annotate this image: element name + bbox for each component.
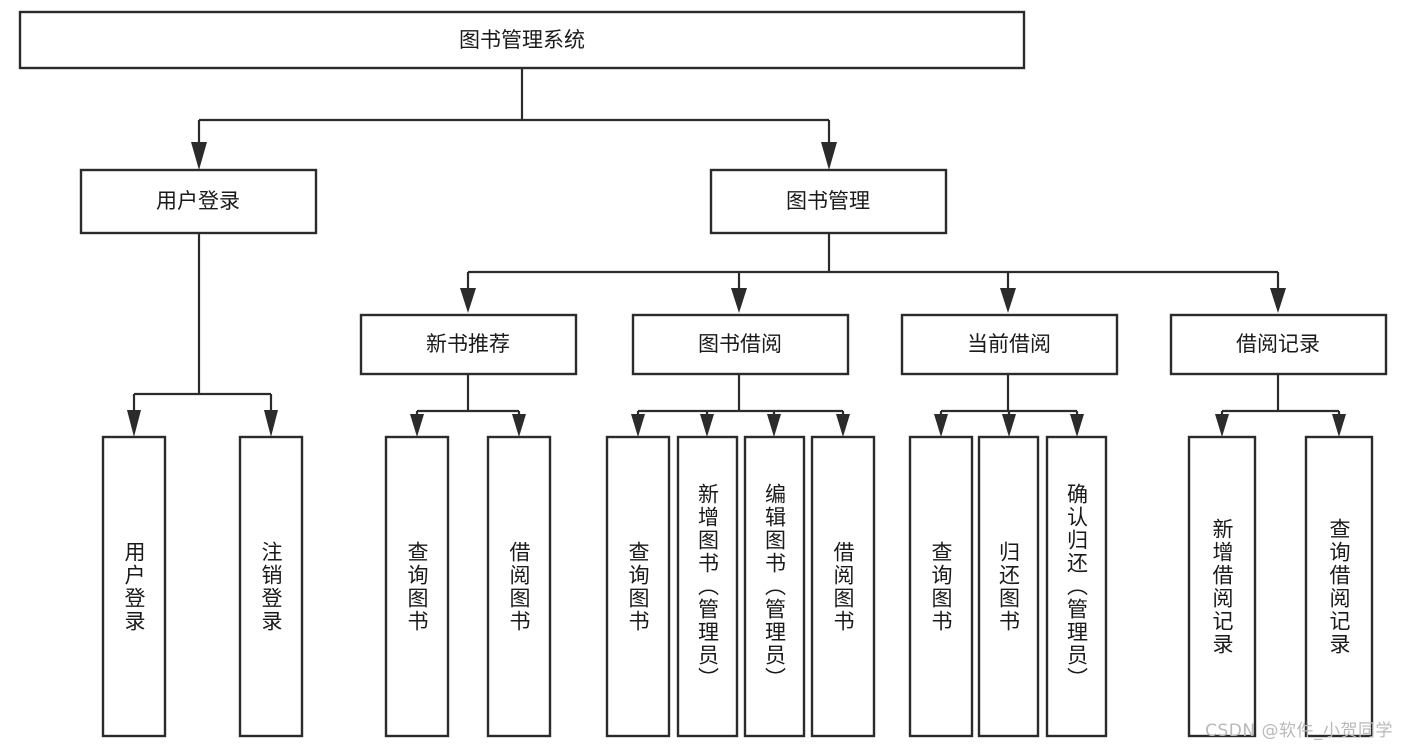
- arrowhead-level3-3: [1000, 288, 1016, 313]
- arrowhead-leaf-user-2: [264, 410, 278, 437]
- leaf-box-logout[interactable]: [238, 435, 304, 738]
- edges-currentborrow-to-leaves: [934, 374, 1084, 437]
- leaf-box-add-borrow-record[interactable]: [1187, 435, 1257, 738]
- leaf-box-borrow-book-1[interactable]: [486, 435, 552, 738]
- leaf-box-add-book-admin[interactable]: [676, 435, 739, 738]
- arrowhead-leaf-current-2: [1002, 414, 1016, 437]
- node-book-management[interactable]: [709, 168, 948, 235]
- edges-root-to-level2: [191, 68, 837, 170]
- node-borrow-records-label: 借阅记录: [1236, 332, 1320, 356]
- edges-borrowrecords-to-leaves: [1215, 374, 1346, 437]
- leaf-box-borrow-book-2[interactable]: [810, 435, 876, 738]
- node-root[interactable]: [18, 10, 1026, 70]
- arrowhead-leaf-record-2: [1332, 414, 1346, 437]
- leaf-box-query-book-3[interactable]: [908, 435, 974, 738]
- node-root-label: 图书管理系统: [459, 28, 585, 52]
- node-new-book-recommend[interactable]: [359, 313, 578, 376]
- edges-newbook-to-leaves: [410, 374, 526, 437]
- node-current-borrow-label: 当前借阅: [967, 332, 1051, 356]
- node-current-borrow[interactable]: [900, 313, 1119, 376]
- arrowhead-leaf-newbook-1: [410, 414, 424, 437]
- arrowhead-leaf-user-1: [127, 410, 141, 437]
- arrowhead-leaf-borrow-3: [767, 414, 781, 437]
- edges-userlogin-to-leaves: [127, 233, 278, 437]
- arrowhead-leaf-borrow-2: [700, 414, 714, 437]
- node-user-login-label: 用户登录: [156, 189, 240, 213]
- arrowhead-leaf-borrow-1: [631, 414, 645, 437]
- node-book-borrow-label: 图书借阅: [698, 332, 782, 356]
- node-user-login[interactable]: [79, 168, 318, 235]
- arrowhead-level2-1: [191, 142, 207, 170]
- leaf-box-confirm-return-admin[interactable]: [1045, 435, 1108, 738]
- arrowhead-level2-2: [821, 142, 837, 170]
- leaf-box-query-borrow-record[interactable]: [1304, 435, 1374, 738]
- arrowhead-leaf-record-1: [1215, 414, 1229, 437]
- leaf-box-edit-book-admin[interactable]: [743, 435, 806, 738]
- edges-bookborrow-to-leaves: [631, 374, 850, 437]
- node-borrow-records[interactable]: [1169, 313, 1388, 376]
- arrowhead-leaf-current-1: [934, 414, 948, 437]
- node-book-management-label: 图书管理: [786, 189, 870, 213]
- arrowhead-level3-1: [460, 288, 476, 313]
- arrowhead-leaf-current-3: [1070, 414, 1084, 437]
- leaf-box-query-book-1[interactable]: [384, 435, 450, 738]
- leaf-box-query-book-2[interactable]: [605, 435, 671, 738]
- leaf-box-user-login[interactable]: [101, 435, 167, 738]
- node-book-borrow[interactable]: [631, 313, 850, 376]
- arrowhead-level3-2: [731, 288, 747, 313]
- arrowhead-leaf-borrow-4: [836, 414, 850, 437]
- node-new-book-recommend-label: 新书推荐: [426, 332, 510, 356]
- watermark-text: CSDN @软件_小贺同学: [1205, 721, 1393, 741]
- arrowhead-leaf-newbook-2: [512, 414, 526, 437]
- edges-bookmgmt-to-level3: [460, 233, 1286, 313]
- arrowhead-level3-4: [1270, 288, 1286, 313]
- leaf-box-return-book[interactable]: [977, 435, 1040, 738]
